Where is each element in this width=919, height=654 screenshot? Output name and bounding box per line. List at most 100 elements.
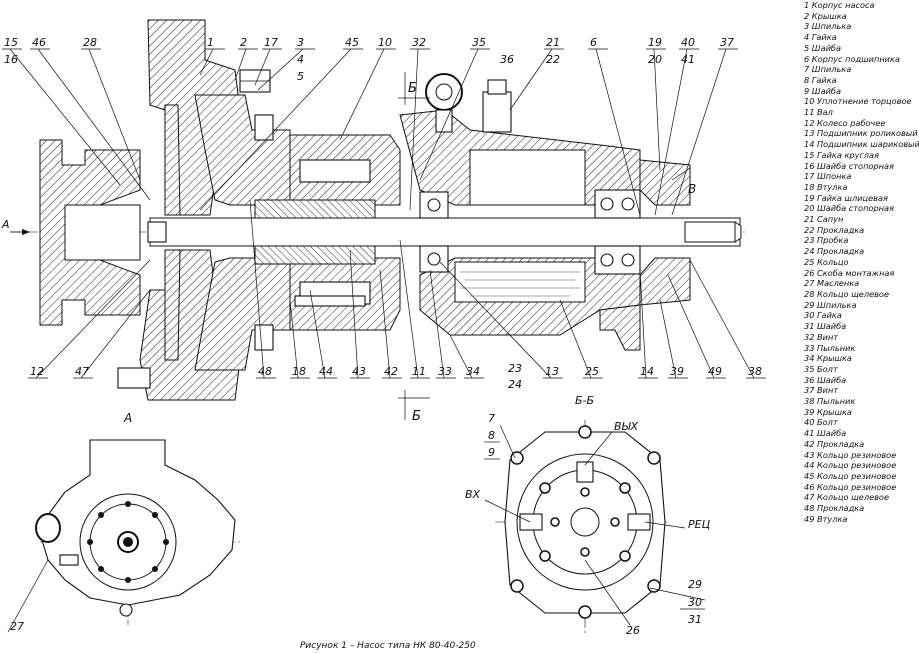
callout-leader	[689, 259, 755, 379]
top-callout: 15	[4, 36, 18, 49]
callout-26: 26	[626, 624, 640, 637]
port-in: ВХ	[465, 488, 481, 501]
bottom-callout: 13	[545, 365, 559, 378]
callout-leader	[419, 48, 479, 181]
callout-31: 31	[688, 613, 702, 626]
top-callout: 19	[648, 36, 662, 49]
callout-leader	[399, 239, 419, 379]
parts-list-item: 31 Шайба	[804, 321, 847, 332]
top-callout: 46	[32, 36, 46, 49]
callout-leader	[654, 48, 688, 216]
roller-bearing	[419, 191, 449, 273]
bottom-callout: 12	[30, 365, 44, 378]
parts-list-item: 41 Шайба	[804, 428, 847, 439]
parts-list-item: 8 Гайка	[804, 74, 837, 85]
callout-leader	[289, 299, 299, 379]
parts-list-item: 20 Шайба стопорная	[804, 203, 894, 214]
view-bb-title: Б-Б	[575, 394, 594, 407]
parts-list-item: 38 Пыльник	[804, 396, 856, 407]
parts-list-item: 17 Шпонка	[804, 171, 852, 182]
parts-list-item: 26 Скоба монтажная	[804, 267, 895, 278]
parts-list-item: 1 Корпус насоса	[804, 0, 875, 10]
parts-list-item: 48 Прокладка	[804, 503, 865, 514]
parts-list-item: 36 Шайба	[804, 374, 847, 385]
parts-list-item: 40 Болт	[804, 417, 838, 428]
parts-list-item: 16 Шайба стопорная	[804, 160, 894, 171]
top-callout: 41	[681, 53, 695, 66]
parts-list-item: 34 Крышка	[804, 353, 852, 364]
parts-list-item: 37 Винт	[804, 385, 839, 396]
callout-leader	[671, 48, 727, 216]
top-callout: 16	[4, 53, 18, 66]
top-callout: 6	[590, 36, 597, 49]
parts-list-item: 21 Сапун	[804, 214, 844, 225]
callout-leader	[659, 299, 677, 379]
callout-leader	[35, 259, 151, 379]
parts-list-item: 29 Шпилька	[804, 299, 857, 310]
callout-leader	[37, 48, 151, 201]
top-callout: 28	[83, 36, 97, 49]
parts-list-item: 32 Винт	[804, 331, 839, 342]
callout-leader	[653, 48, 661, 171]
parts-list-item: 3 Шпилька	[804, 21, 852, 32]
top-callout: 21	[546, 36, 560, 49]
callout-leader	[199, 48, 352, 211]
top-callout: 5	[297, 70, 304, 83]
callout-leader	[339, 48, 385, 141]
bottom-callout: 14	[640, 365, 654, 378]
callout-leader	[509, 48, 553, 111]
view-bb: Б-Б ВЫХ ВХ РЕЦ 7 8 9 26	[465, 394, 711, 637]
parts-list-item: 12 Колесо рабочее	[804, 117, 886, 128]
bottom-callout: 25	[585, 365, 599, 378]
callout-8: 8	[488, 429, 495, 442]
parts-list-item: 15 Гайка круглая	[804, 149, 879, 160]
port-rec: РЕЦ	[688, 518, 711, 531]
parts-list-item: 11 Вал	[804, 107, 833, 118]
parts-list-item: 6 Корпус подшипника	[804, 53, 900, 64]
label-b-top: Б	[408, 81, 417, 96]
label-a: А	[1, 218, 10, 231]
bottom-callout: 43	[352, 365, 366, 378]
parts-list-item: 13 Подшипник роликовый	[804, 128, 918, 139]
parts-list-item: 18 Втулка	[804, 181, 848, 192]
parts-list-item: 27 Масленка	[804, 278, 860, 289]
view-a: А 27	[7, 411, 240, 633]
parts-list-item: 24 Прокладка	[804, 246, 865, 257]
parts-list-item: 44 Кольцо резиновое	[804, 460, 897, 471]
callout-leader	[449, 334, 473, 379]
top-callout: 3	[297, 36, 304, 49]
parts-list-item: 23 Пробка	[804, 235, 849, 246]
callout-leader	[439, 261, 552, 379]
bottom-callout: 18	[292, 365, 306, 378]
callout-9: 9	[488, 446, 495, 459]
port-out: ВЫХ	[614, 420, 639, 433]
callout-29: 29	[688, 578, 702, 591]
top-callout: 32	[412, 36, 426, 49]
callout-leader	[80, 289, 151, 379]
parts-list-item: 10 Уплотнение торцовое	[804, 96, 912, 107]
bottom-callout: 38	[748, 365, 762, 378]
parts-list-item: 2 Крышка	[804, 10, 847, 21]
parts-list-item: 28 Кольцо щелевое	[804, 288, 889, 299]
callout-leader	[249, 199, 265, 379]
callout-leader	[254, 48, 271, 86]
top-callout: 10	[378, 36, 392, 49]
bottom-callout: 33	[438, 365, 452, 378]
top-callout: 22	[546, 53, 560, 66]
parts-list-item: 45 Кольцо резиновое	[804, 470, 897, 481]
bottom-callout: 42	[384, 365, 398, 378]
callout-leader	[309, 289, 326, 379]
bottom-callout: 23	[508, 362, 522, 375]
bottom-callout: 11	[412, 365, 426, 378]
callout-leader	[379, 269, 391, 379]
parts-list-item: 7 Шпилька	[804, 64, 852, 75]
parts-list-item: 47 Кольцо щелевое	[804, 492, 889, 503]
parts-list-item: 14 Подшипник шариковый	[804, 139, 919, 150]
top-callout: 45	[345, 36, 359, 49]
label-b-bottom: Б	[412, 409, 421, 424]
callout-leader	[199, 48, 214, 76]
callout-leader	[257, 48, 304, 91]
